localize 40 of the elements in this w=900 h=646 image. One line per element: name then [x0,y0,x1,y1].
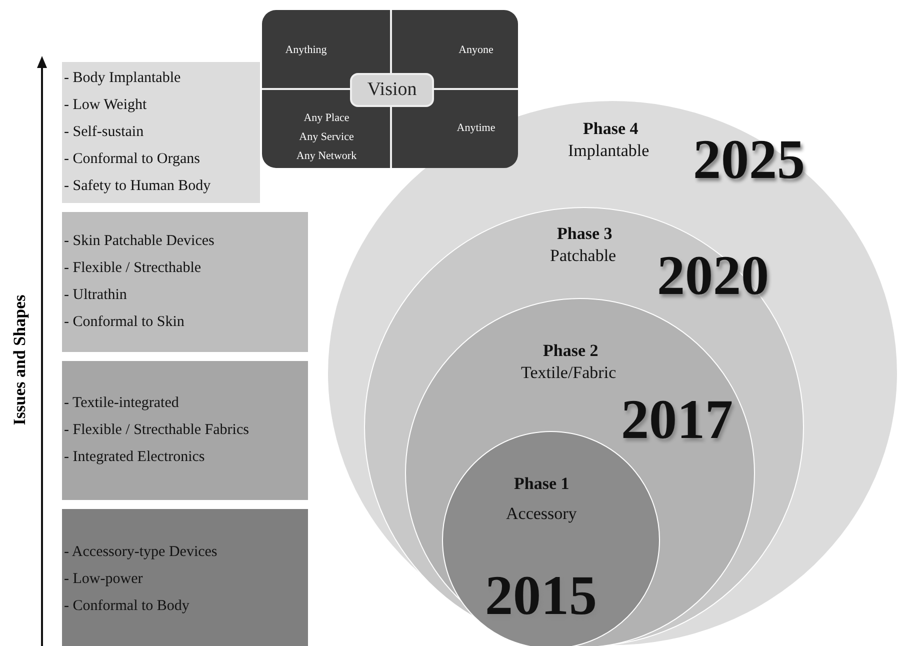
list-item: - Skin Patchable Devices [64,232,216,251]
phase-title: Phase 4 [583,119,638,139]
vision-box [350,73,434,107]
phase-title: Phase 2 [543,341,598,361]
quadrant-text: Anything [285,42,327,58]
year-label: 2025 [693,131,805,189]
year-label: 2017 [621,391,733,449]
stage-box [62,361,308,500]
list-item: - Integrated Electronics [64,448,206,467]
list-item: - Conformal to Organs [64,150,201,169]
quadrant-text: Any Service [299,130,354,144]
quadrant-text: Anytime [456,121,496,136]
list-item: - Safety to Human Body [64,177,212,196]
phase-title: Phase 3 [557,224,612,244]
axis-label: Issues and Shapes [10,294,30,426]
list-item: - Conformal to Body [64,596,190,616]
list-item: - Textile-integrated [64,394,180,413]
list-item: - Self-sustain [64,123,145,142]
list-item: - Ultrathin [64,286,128,305]
quadrant-text: Any Network [296,148,357,164]
phase-name: Patchable [550,246,616,266]
list-item: - Accessory-type Devices [64,542,218,562]
list-item: - Body Implantable [64,69,182,88]
phase-title: Phase 1 [514,474,570,494]
phase-name: Implantable [568,141,650,161]
list-item: - Low-power [64,570,144,588]
stage-box [62,212,308,352]
phase-name: Accessory [506,504,577,524]
list-item: - Low Weight [64,96,148,115]
list-item: - Flexible / Strecthable [64,259,202,278]
quadrant-text: Any Place [304,110,350,126]
quadrant-text: Anyone [458,42,494,58]
phase-name: Textile/Fabric [521,363,616,383]
list-item: - Conformal to Skin [64,313,186,332]
stage-box [62,62,260,203]
year-label: 2015 [485,567,597,625]
year-label: 2020 [657,247,769,305]
stage-box [62,509,308,646]
list-item: - Flexible / Strecthable Fabrics [64,421,250,440]
vision-label: Vision [367,79,417,101]
